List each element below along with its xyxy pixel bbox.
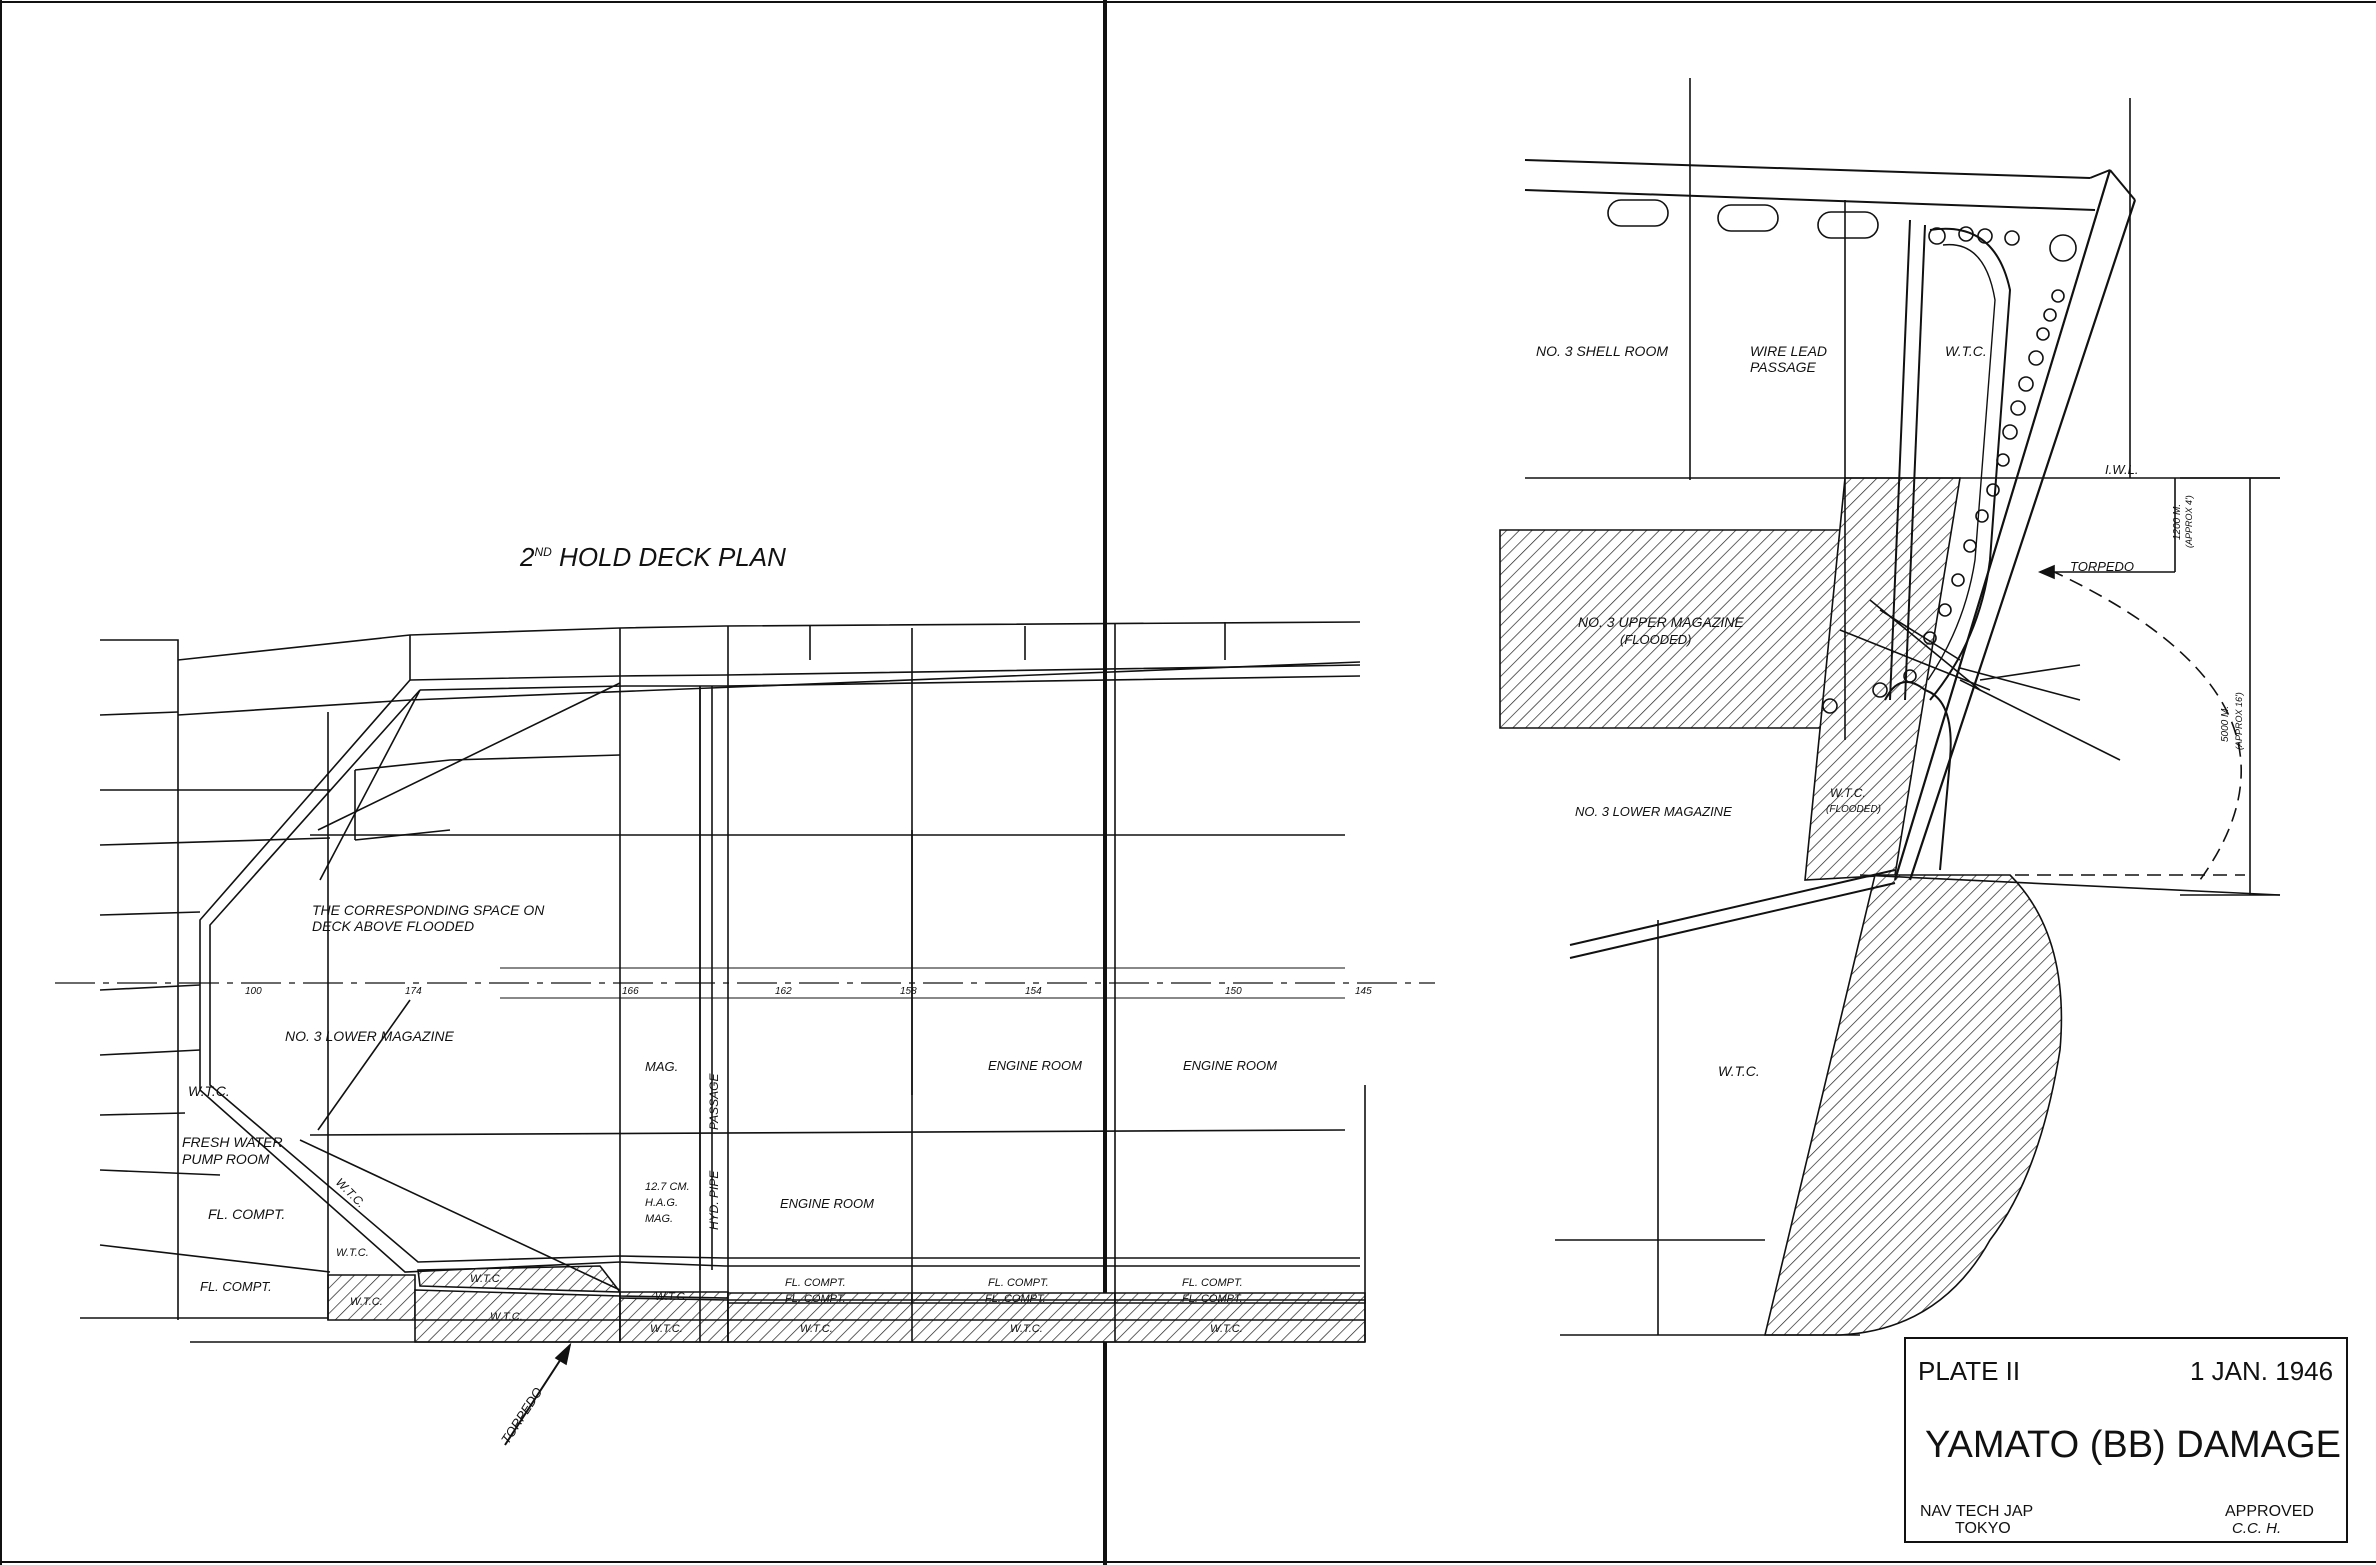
fresh-water-label1: FRESH WATER <box>182 1134 283 1150</box>
haa-label-2: H.A.G. <box>645 1197 678 1209</box>
approved-label: APPROVED <box>2225 1503 2314 1520</box>
wtc-flooded-label-2: (FLOODED) <box>1826 804 1881 815</box>
plate-number: PLATE II <box>1918 1356 2020 1386</box>
fresh-water-label2: PUMP ROOM <box>182 1151 270 1167</box>
wtc-flooded-label-1: W.T.C. <box>1830 786 1866 800</box>
upper-magazine-label: NO. 3 UPPER MAGAZINE <box>1578 614 1744 630</box>
deck-plan <box>55 621 1435 1446</box>
fl-compt-r3: FL. COMPT. <box>988 1277 1049 1289</box>
midship-section <box>1499 78 2348 1543</box>
damaged-bottom <box>1763 874 2063 1336</box>
rivets <box>1822 226 2077 714</box>
wtc-small-8: W.T.C. <box>1010 1323 1043 1335</box>
wtc-small-2: W.T.C. <box>350 1296 383 1308</box>
wtc-small-6: W.T.C. <box>650 1323 683 1335</box>
lower-magazine-right-label: NO. 3 LOWER MAGAZINE <box>1575 804 1732 819</box>
corresponding-space-line2: DECK ABOVE FLOODED <box>312 918 474 934</box>
fl-compt-r4: FL. COMPT. <box>985 1293 1046 1305</box>
hyd-pipe-label: HYD. PIPE <box>707 1170 721 1230</box>
upper-magazine-flooded: (FLOODED) <box>1620 632 1692 647</box>
fl-compt-r5: FL. COMPT. <box>1182 1277 1243 1289</box>
torpedo-label-right: TORPEDO <box>2070 559 2134 574</box>
wtc-small-3: W.T.C. <box>470 1273 503 1285</box>
frame-166: 166 <box>622 986 639 997</box>
wtc-small-1: W.T.C. <box>336 1247 369 1259</box>
engine-room-label-1: ENGINE ROOM <box>780 1196 874 1211</box>
wtc-small-5: W.T.C. <box>655 1291 688 1303</box>
fl-compt-label-b: FL. COMPT. <box>200 1279 272 1294</box>
wtc-label-left: W.T.C. <box>188 1083 230 1099</box>
wire-lead-label-2: PASSAGE <box>1750 359 1817 375</box>
engine-room-label-3: ENGINE ROOM <box>1183 1058 1277 1073</box>
haa-label-1: 12.7 CM. <box>645 1181 690 1193</box>
fl-compt-r2: FL. COMPT. <box>785 1293 846 1305</box>
wire-lead-label-1: WIRE LEAD <box>1750 343 1827 359</box>
wtc-small-7: W.T.C. <box>800 1323 833 1335</box>
dim-1200-label-2: (APPROX 4') <box>2184 495 2194 548</box>
wtc-small-9: W.T.C. <box>1210 1323 1243 1335</box>
fl-compt-r6: FL. COMPT. <box>1182 1293 1243 1305</box>
title-block: PLATE II 1 JAN. 1946 YAMATO (BB) DAMAGE … <box>1918 1356 2341 1537</box>
deck-plan-title: 2ND HOLD DECK PLAN <box>519 542 786 572</box>
lower-magazine-label: NO. 3 LOWER MAGAZINE <box>285 1028 454 1044</box>
frame-154: 154 <box>1025 986 1042 997</box>
frame-174: 174 <box>405 986 422 997</box>
fl-compt-label-a: FL. COMPT. <box>208 1206 285 1222</box>
dim-1200-label-1: 1200 M. <box>2172 504 2183 540</box>
wtc-lower-label: W.T.C. <box>1718 1063 1760 1079</box>
mag-label: MAG. <box>645 1059 678 1074</box>
org-line-2: TOKYO <box>1955 1520 2011 1537</box>
frame-100: 100 <box>245 986 262 997</box>
frame-145: 145 <box>1355 986 1372 997</box>
haa-label-3: MAG. <box>645 1213 673 1225</box>
iwl-label: I.W.L. <box>2105 462 2138 477</box>
frame-150: 150 <box>1225 986 1242 997</box>
drawing-title: YAMATO (BB) DAMAGE <box>1925 1424 2341 1466</box>
frame-162: 162 <box>775 986 792 997</box>
title-block-frame <box>1904 1337 2348 1543</box>
wtc-upper-label: W.T.C. <box>1945 343 1987 359</box>
engine-room-label-2: ENGINE ROOM <box>988 1058 1082 1073</box>
fl-compt-r1: FL. COMPT. <box>785 1277 846 1289</box>
frame-numbers: 100 174 166 162 158 154 150 145 <box>245 986 1372 997</box>
org-line-1: NAV TECH JAP <box>1920 1503 2033 1520</box>
dim-5000-label-1: 5000 M. <box>2220 706 2231 742</box>
dim-5000-label-2: (APPROX 16') <box>2234 692 2244 750</box>
wtc-small-4: W.T.C. <box>490 1311 523 1323</box>
passage-label: PASSAGE <box>707 1073 721 1130</box>
frame-158: 158 <box>900 986 917 997</box>
corresponding-space-line1: THE CORRESPONDING SPACE ON <box>312 902 545 918</box>
plate-date: 1 JAN. 1946 <box>2190 1356 2333 1386</box>
torpedo-label-left: TORPEDO <box>498 1385 545 1447</box>
section-labels: NO. 3 SHELL ROOM WIRE LEAD PASSAGE W.T.C… <box>1536 343 2244 1079</box>
shell-room-label: NO. 3 SHELL ROOM <box>1536 343 1668 359</box>
approver-initials: C.C. H. <box>2232 1520 2281 1537</box>
